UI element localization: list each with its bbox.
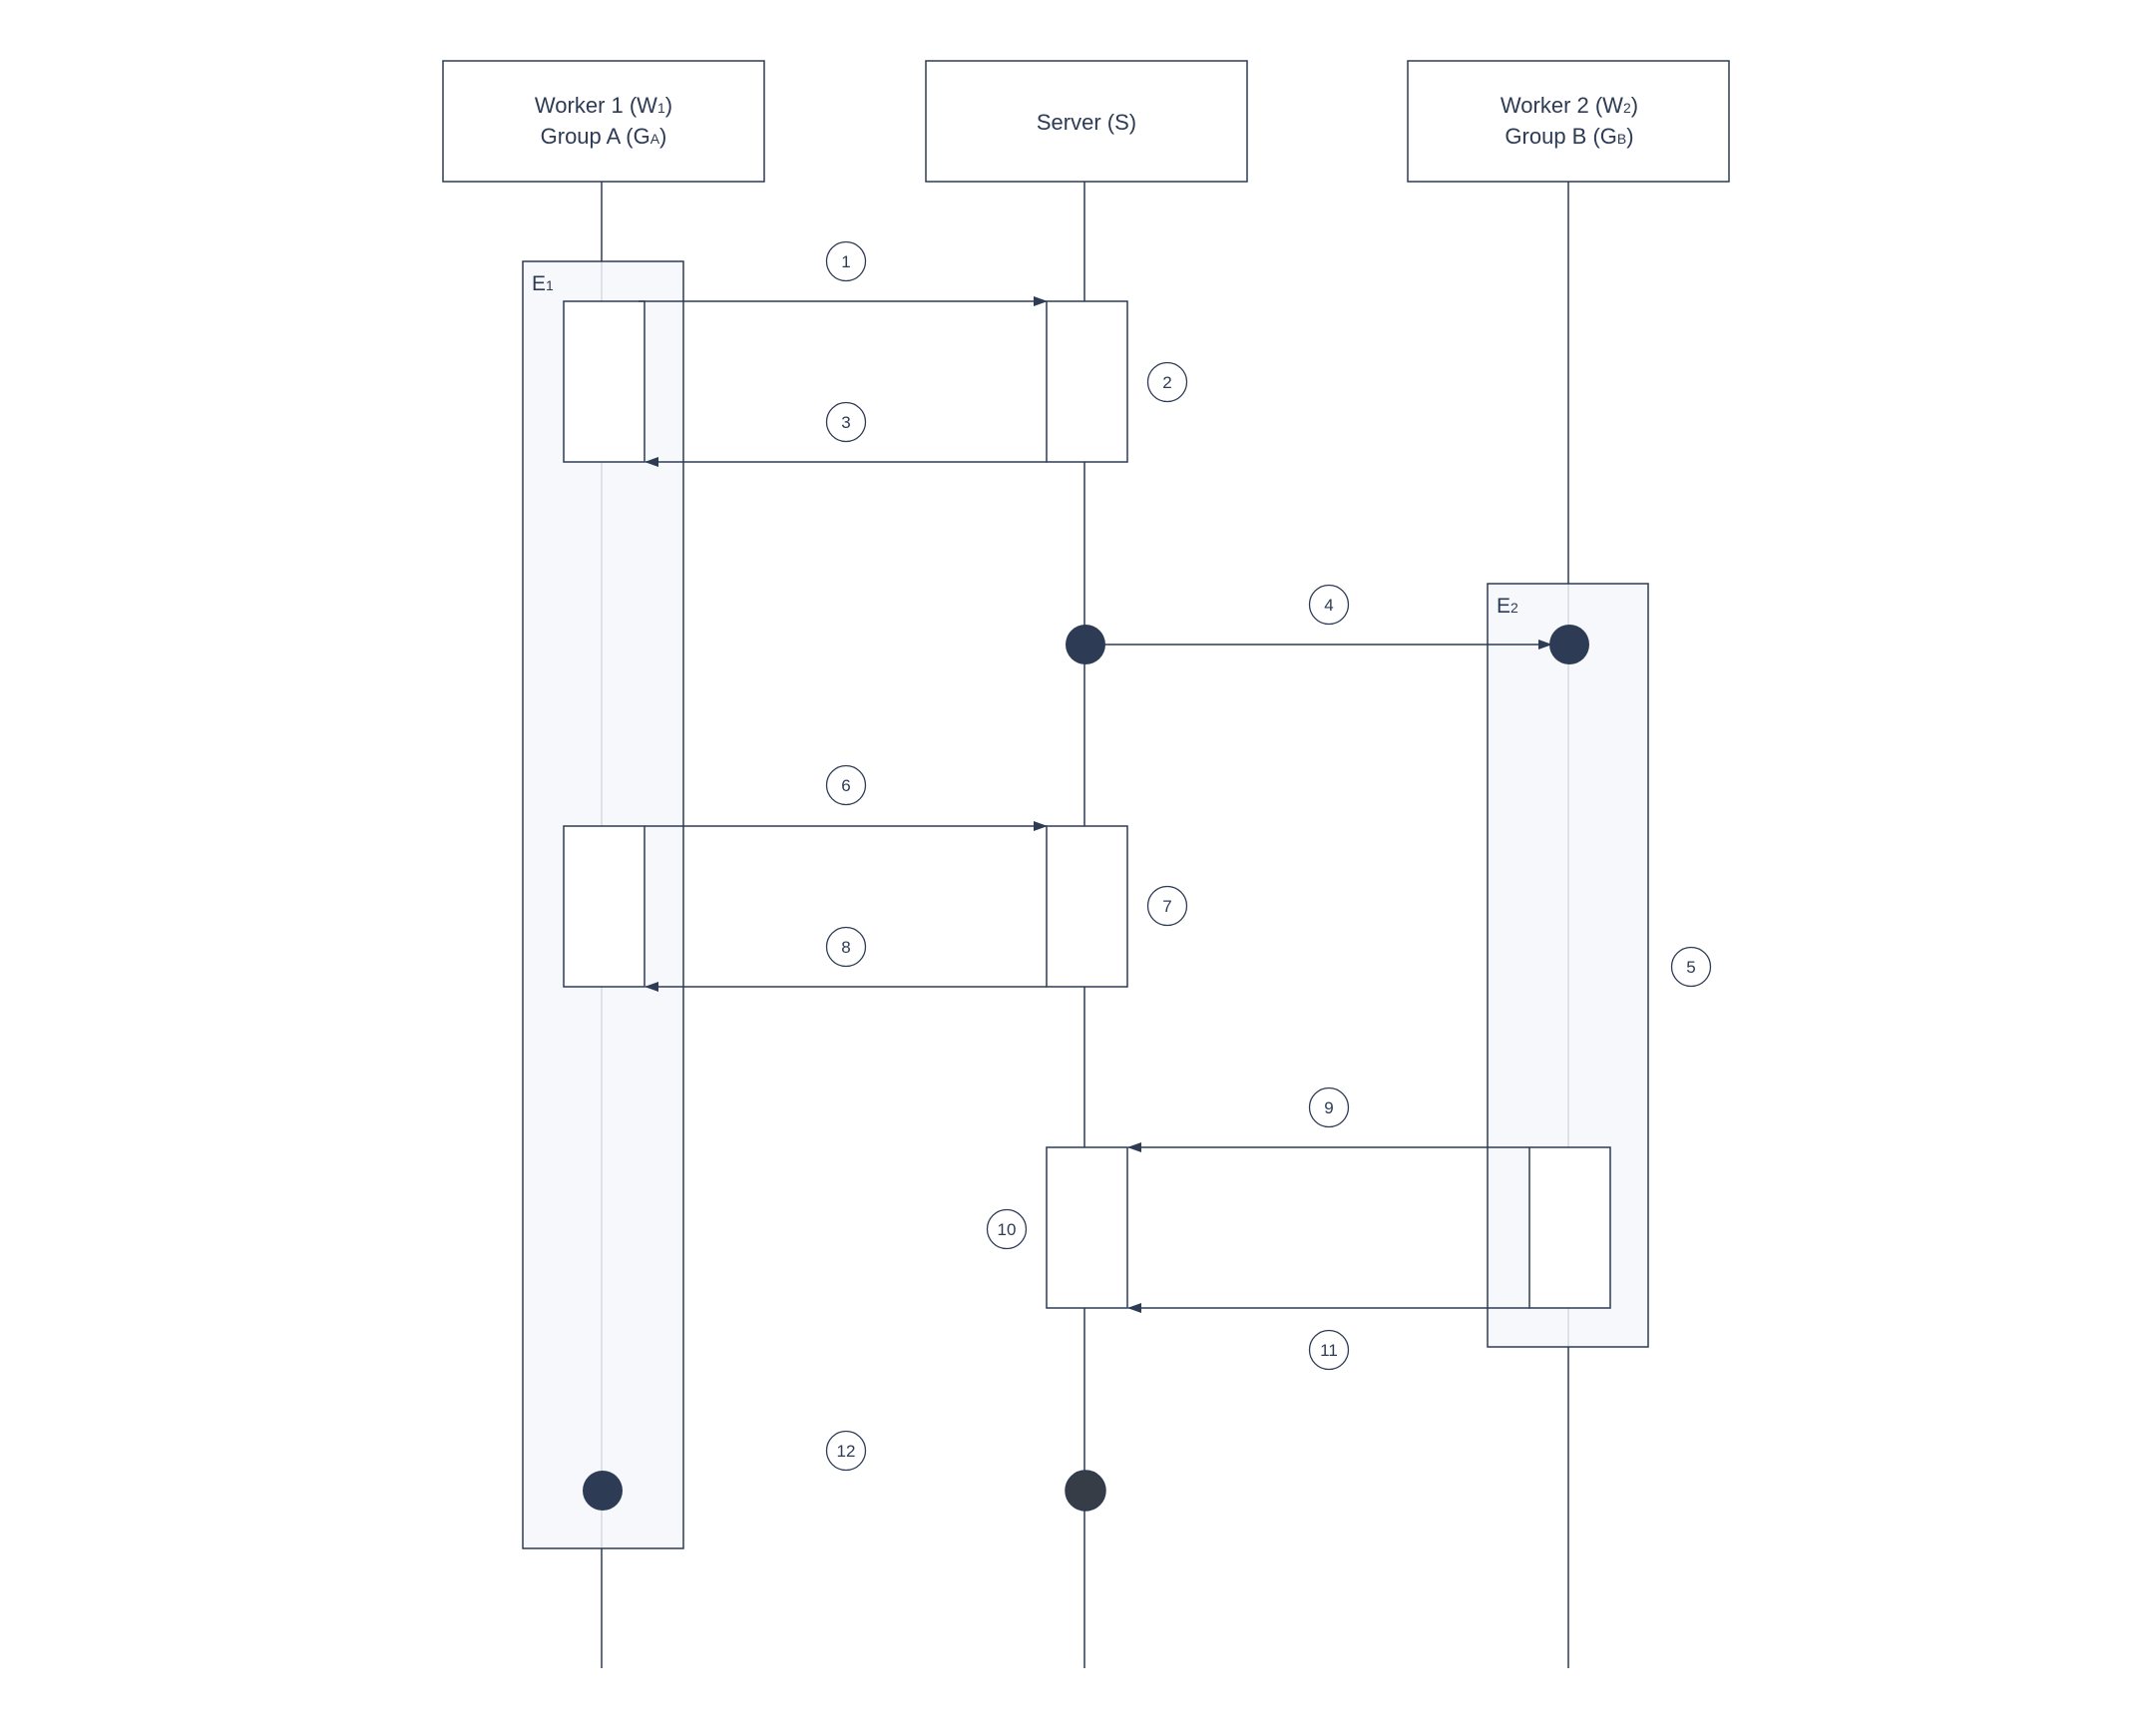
participant-worker-1-name: Worker 1 (W1) <box>535 93 672 118</box>
step-1-marker: 1 <box>825 240 867 282</box>
step-9-marker: 9 <box>1308 1086 1350 1128</box>
step-8-marker: 8 <box>825 926 867 968</box>
step-8-number: 8 <box>841 938 850 957</box>
participant-worker-2-name: Worker 2 (W2) <box>1501 93 1638 118</box>
dot-server-end <box>1065 1470 1106 1512</box>
step-12-number: 12 <box>837 1442 856 1461</box>
participant-worker-1-box <box>442 60 765 183</box>
step-3-number: 3 <box>841 413 850 432</box>
step-11-marker: 11 <box>1308 1329 1350 1371</box>
activation-w1-a <box>563 300 646 463</box>
dot-server-start <box>1066 625 1105 664</box>
activation-s-c <box>1046 1146 1128 1309</box>
step-4-number: 4 <box>1324 596 1333 615</box>
step-6-number: 6 <box>841 776 850 795</box>
step-7-marker: 7 <box>1146 885 1188 927</box>
step-10-marker: 10 <box>986 1208 1028 1250</box>
dot-worker-2-receive <box>1549 625 1589 664</box>
activation-w1-b <box>563 825 646 988</box>
activation-s-a <box>1046 300 1128 463</box>
step-5-number: 5 <box>1686 958 1695 977</box>
participant-server-name: Server (S) <box>1037 110 1136 135</box>
frame-e1-label: E1 <box>532 272 554 295</box>
participant-worker-1-group: Group A (GA) <box>541 124 667 149</box>
step-4-marker: 4 <box>1308 584 1350 626</box>
dot-worker-1-end <box>583 1471 623 1511</box>
step-2-marker: 2 <box>1146 361 1188 403</box>
step-6-marker: 6 <box>825 764 867 806</box>
step-9-number: 9 <box>1324 1098 1333 1117</box>
step-7-number: 7 <box>1162 897 1171 916</box>
frame-e2-label: E2 <box>1497 595 1518 618</box>
step-3-marker: 3 <box>825 401 867 443</box>
activation-w2-a <box>1528 1146 1611 1309</box>
participant-server-box <box>925 60 1248 183</box>
step-1-number: 1 <box>841 252 850 271</box>
step-11-number: 11 <box>1320 1341 1338 1360</box>
participant-worker-2-box <box>1407 60 1730 183</box>
step-12-marker: 12 <box>825 1430 867 1472</box>
step-2-number: 2 <box>1162 373 1171 392</box>
step-5-marker: 5 <box>1670 946 1712 988</box>
participant-worker-2-group: Group B (GB) <box>1505 124 1633 149</box>
activation-s-b <box>1046 825 1128 988</box>
step-10-number: 10 <box>998 1220 1017 1239</box>
